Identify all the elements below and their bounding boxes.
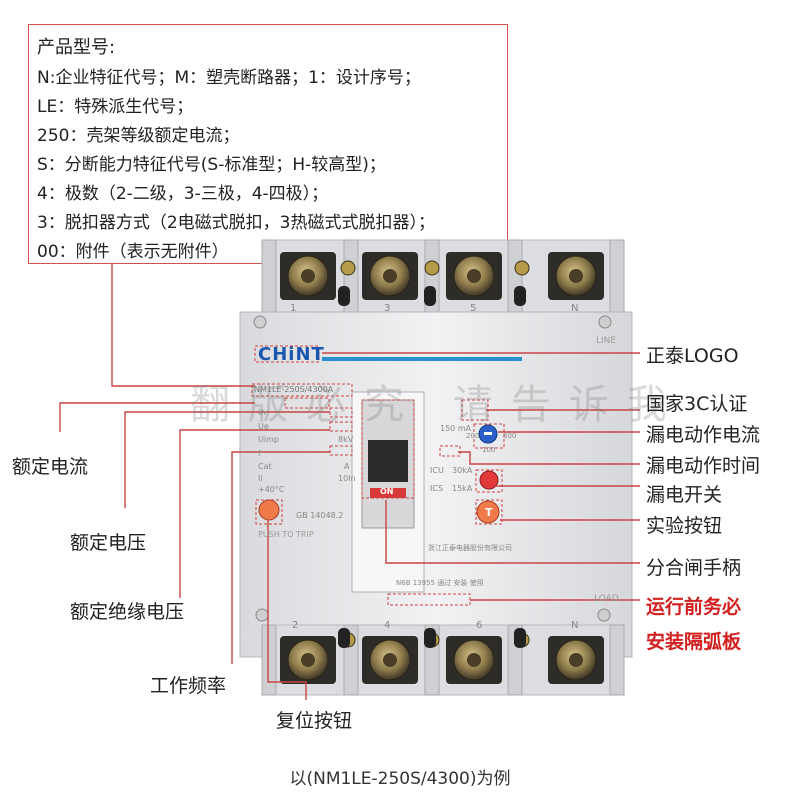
terminal-label-3: 3 bbox=[384, 303, 391, 314]
info-line: N:企业特征代号；M：塑壳断路器；1：设计序号； bbox=[37, 68, 421, 88]
terminal-label-5: 5 bbox=[470, 303, 477, 314]
callout-test-button: 实验按钮 bbox=[646, 515, 723, 537]
callout-rated-insulation-voltage: 额定绝缘电压 bbox=[70, 601, 185, 623]
uimp-label: Uimp bbox=[258, 435, 279, 444]
terminal-label-4: 4 bbox=[384, 620, 391, 631]
callout-leak-switch: 漏电开关 bbox=[646, 484, 723, 506]
callout-rated-voltage: 额定电压 bbox=[70, 532, 147, 554]
model-text: NM1LE-250S/4300A bbox=[254, 385, 334, 394]
callout-chint-logo: 正泰LOGO bbox=[646, 345, 739, 367]
bottom-terminal-screws bbox=[280, 636, 604, 684]
line-text: LINE bbox=[596, 336, 617, 346]
uimp-value: 8kV bbox=[338, 435, 354, 444]
info-line: 3：脱扣器方式（2电磁式脱扣，3热磁式式脱扣器）； bbox=[37, 213, 435, 233]
info-line: LE：特殊派生代号； bbox=[37, 97, 194, 117]
terminal-label-n-bottom: N bbox=[571, 620, 579, 631]
info-line: 4：极数（2-二级，3-三极，4-四极）； bbox=[37, 184, 329, 204]
callout-3c-cert: 国家3C认证 bbox=[646, 393, 748, 415]
cat-label: Cat bbox=[258, 462, 272, 471]
terminal-label-6: 6 bbox=[476, 620, 483, 631]
bottom-standard-text: N6B 13955 通过 安装 使用 bbox=[396, 579, 484, 587]
ii-label: Ii bbox=[258, 474, 263, 483]
on-text: ON bbox=[380, 487, 394, 496]
standard-text: GB 14048.2 bbox=[296, 511, 344, 520]
info-line: S：分断能力特征代号(S-标准型；H-较高型)； bbox=[37, 155, 386, 175]
maker-text: 浙江正泰电器股份有限公司 bbox=[428, 544, 512, 552]
info-line: 250：壳架等级额定电流； bbox=[37, 126, 240, 146]
top-terminal-screws bbox=[280, 252, 604, 300]
ue-label: Ue bbox=[258, 422, 269, 431]
load-text: LOAD bbox=[594, 594, 619, 604]
watermark: 翻版必究 请告诉我 bbox=[190, 382, 685, 428]
terminal-label-1: 1 bbox=[290, 303, 297, 314]
callout-warning-line1: 运行前务必 bbox=[646, 596, 742, 618]
dial-bottom: 100 bbox=[482, 446, 496, 454]
icu-value: 30kA bbox=[452, 466, 473, 475]
caption: 以(NM1LE-250S/4300)为例 bbox=[289, 769, 511, 789]
callout-frequency: 工作频率 bbox=[150, 675, 227, 697]
temp-value: +40°C bbox=[258, 485, 285, 494]
info-title: 产品型号: bbox=[37, 37, 116, 58]
in-label: In bbox=[258, 408, 266, 417]
callout-rated-current: 额定电流 bbox=[12, 456, 89, 478]
terminal-label-2: 2 bbox=[292, 620, 299, 631]
ics-label: ICS bbox=[430, 484, 444, 493]
callout-reset-button: 复位按钮 bbox=[276, 710, 353, 732]
chint-logo: CHiNT bbox=[258, 344, 325, 365]
f-label: f bbox=[258, 449, 261, 458]
callout-handle: 分合闸手柄 bbox=[646, 557, 742, 579]
ii-value: 10In bbox=[338, 474, 356, 483]
terminal-label-n: N bbox=[571, 303, 579, 314]
ics-value: 15kA bbox=[452, 484, 473, 493]
dial-high: 300 bbox=[503, 432, 517, 440]
callout-leak-time: 漏电动作时间 bbox=[646, 455, 761, 477]
callout-leak-current: 漏电动作电流 bbox=[646, 424, 761, 446]
push-to-trip-text: PUSH TO TRIP bbox=[258, 530, 314, 539]
callout-warning-line2: 安装隔弧板 bbox=[646, 631, 742, 653]
cat-value: A bbox=[344, 462, 350, 471]
icu-label: ICU bbox=[430, 466, 444, 475]
leak-setting: 150 mA bbox=[440, 424, 472, 433]
test-button-text: T bbox=[485, 506, 493, 519]
model-info-box: 产品型号: N:企业特征代号；M：塑壳断路器；1：设计序号； LE：特殊派生代号… bbox=[28, 24, 508, 264]
info-line: 00：附件（表示无附件） bbox=[37, 242, 229, 262]
dial-low: 200 bbox=[466, 432, 480, 440]
